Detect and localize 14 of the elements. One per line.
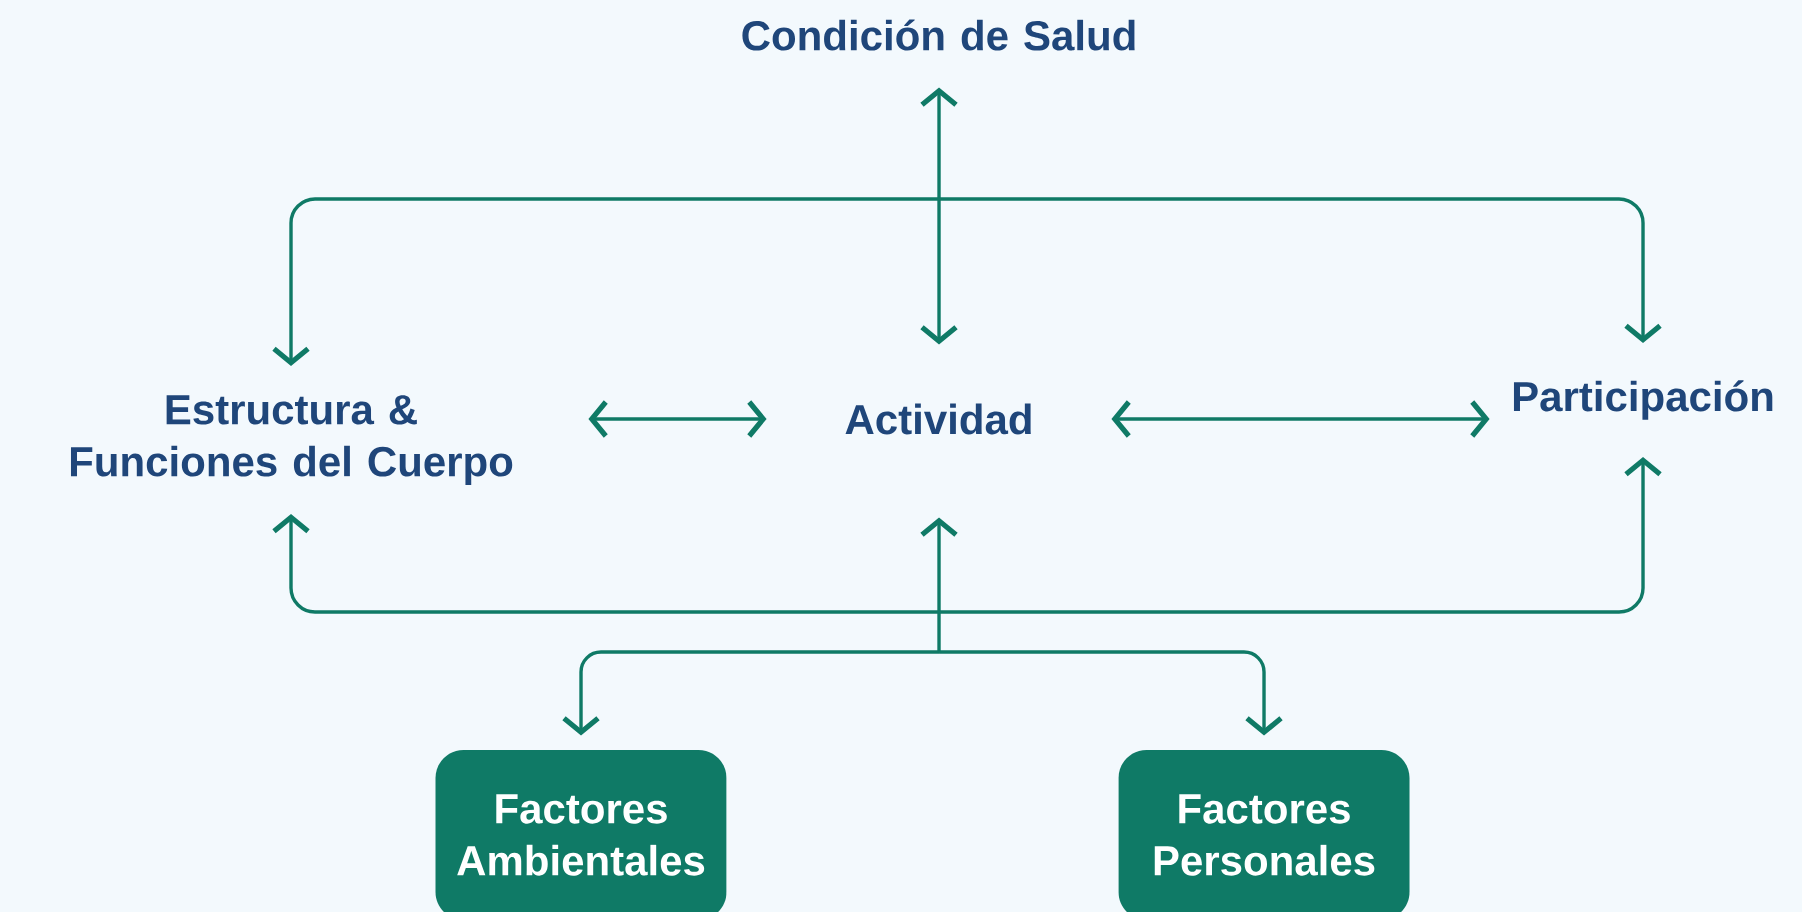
category-label: Estructura & Funciones del Cuerpo	[71, 395, 513, 485]
double-arrow	[1111, 400, 1490, 438]
arrow	[939, 650, 1283, 736]
factor-box: Factores Personales	[1118, 750, 1410, 912]
category-label: Condición de Salud	[742, 19, 1135, 51]
factor-box: Factores Ambientales	[435, 750, 727, 912]
double-arrow	[272, 456, 1662, 614]
category-label: Participación	[1513, 380, 1773, 420]
double-arrow	[588, 400, 767, 438]
category-label: Actividad	[845, 403, 1031, 435]
arrow	[562, 650, 939, 736]
arrow	[920, 517, 958, 652]
double-arrow	[272, 197, 1662, 367]
double-arrow	[920, 87, 958, 345]
